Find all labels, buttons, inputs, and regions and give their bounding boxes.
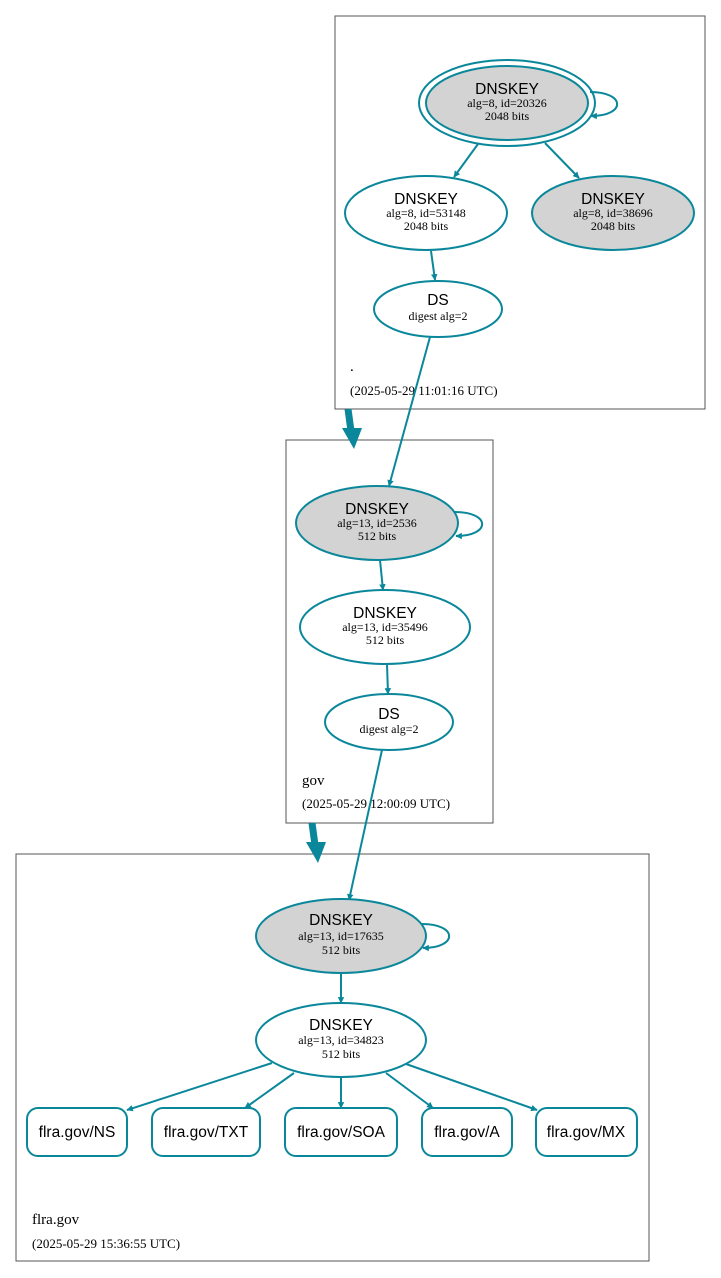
node-root-ksk-line1: alg=8, id=20326 <box>467 96 547 110</box>
node-root-ds-title: DS <box>427 292 449 309</box>
delegation-root-gov <box>344 408 355 432</box>
node-flra-ksk: DNSKEY alg=13, id=17635 512 bits <box>255 898 427 974</box>
zone-gov-box <box>285 439 494 824</box>
node-root-ksk-line2: 2048 bits <box>485 109 530 123</box>
node-root-zsk-line1: alg=8, id=53148 <box>386 206 466 220</box>
edge-flra-ksk-self <box>421 923 451 952</box>
node-gov-zsk-line2: 512 bits <box>366 633 405 647</box>
node-gov-ksk-line2: 512 bits <box>358 529 397 543</box>
node-gov-zsk-line1: alg=13, id=35496 <box>342 620 428 634</box>
node-flra-zsk-line2: 512 bits <box>322 1047 361 1061</box>
edge-flra-zsk-a <box>385 1072 434 1109</box>
rrset-a: flra.gov/A <box>421 1107 513 1157</box>
node-root-zsk2-shape <box>531 175 695 251</box>
node-flra-zsk-line1: alg=13, id=34823 <box>298 1033 384 1047</box>
edge-flra-zsk-ns <box>126 1062 273 1112</box>
node-root-zsk2-line1: alg=8, id=38696 <box>573 206 653 220</box>
edge-gov-ksk-zsk <box>379 559 386 591</box>
node-root-ds-line1: digest alg=2 <box>408 309 467 323</box>
zone-flra-name: flra.gov <box>32 1212 80 1228</box>
node-root-ksk-title: DNSKEY <box>475 81 539 98</box>
node-gov-zsk: DNSKEY alg=13, id=35496 512 bits <box>299 589 471 665</box>
node-root-ksk-outer <box>418 59 596 147</box>
rrset-ns: flra.gov/NS <box>26 1107 128 1157</box>
rrset-a-box <box>421 1107 513 1157</box>
node-flra-ksk-line2: 512 bits <box>322 943 361 957</box>
rrset-txt-box <box>151 1107 261 1157</box>
node-root-zsk: DNSKEY alg=8, id=53148 2048 bits <box>344 175 508 251</box>
node-root-zsk2-title: DNSKEY <box>581 191 645 208</box>
rrset-soa-label: flra.gov/SOA <box>297 1124 386 1141</box>
edge-root-ksk-zsk <box>453 143 479 178</box>
node-gov-ds-line1: digest alg=2 <box>359 722 418 736</box>
node-gov-zsk-title: DNSKEY <box>353 605 417 622</box>
zone-root-name: . <box>350 359 354 375</box>
node-flra-zsk: DNSKEY alg=13, id=34823 512 bits <box>255 1002 427 1078</box>
node-gov-ksk-shape <box>295 485 459 561</box>
edge-root-ds-gov-ksk <box>387 336 431 487</box>
edge-root-ksk-zsk2 <box>544 142 580 179</box>
zone-gov-name: gov <box>302 773 325 789</box>
node-flra-ksk-title: DNSKEY <box>309 912 373 929</box>
node-flra-ksk-line1: alg=13, id=17635 <box>298 929 384 943</box>
rrset-soa: flra.gov/SOA <box>284 1107 398 1157</box>
edge-flra-zsk-mx <box>405 1063 538 1112</box>
node-flra-zsk-shape <box>255 1002 427 1078</box>
rrset-mx-label: flra.gov/MX <box>547 1124 626 1141</box>
edge-gov-zsk-ds <box>384 663 392 695</box>
rrset-txt: flra.gov/TXT <box>151 1107 261 1157</box>
delegation-root-gov-head <box>342 428 362 449</box>
rrset-mx: flra.gov/MX <box>535 1107 638 1157</box>
rrset-ns-box <box>26 1107 128 1157</box>
rrset-mx-box <box>535 1107 638 1157</box>
node-root-zsk2-line2: 2048 bits <box>591 219 636 233</box>
zone-root-box <box>334 15 706 410</box>
node-root-ksk-shape <box>425 65 589 141</box>
rrset-a-label: flra.gov/A <box>434 1124 500 1141</box>
zone-gov: gov (2025-05-29 12:00:09 UTC) <box>285 439 494 824</box>
node-gov-ksk-line1: alg=13, id=2536 <box>337 516 417 530</box>
node-gov-zsk-shape <box>299 589 471 665</box>
node-gov-ksk: DNSKEY alg=13, id=2536 512 bits <box>295 485 459 561</box>
zone-flra: flra.gov (2025-05-29 15:36:55 UTC) <box>15 853 650 1262</box>
edges <box>126 91 619 1112</box>
rrset-txt-label: flra.gov/TXT <box>164 1124 249 1141</box>
node-gov-ds-shape <box>324 693 454 751</box>
edge-root-zsk-ds <box>430 250 438 281</box>
node-root-zsk-line2: 2048 bits <box>404 219 449 233</box>
node-root-zsk-shape <box>344 175 508 251</box>
rrset-soa-box <box>284 1107 398 1157</box>
rrset-ns-label: flra.gov/NS <box>39 1124 116 1141</box>
edge-root-ksk-self <box>589 91 619 120</box>
node-root-ds: DS digest alg=2 <box>373 280 503 338</box>
zone-gov-timestamp: (2025-05-29 12:00:09 UTC) <box>302 796 450 811</box>
zone-flra-box <box>15 853 650 1262</box>
zone-root-timestamp: (2025-05-29 11:01:16 UTC) <box>350 383 498 398</box>
node-root-zsk-title: DNSKEY <box>394 191 458 208</box>
edge-gov-ds-flra-ksk <box>347 749 383 901</box>
zone-root: . (2025-05-29 11:01:16 UTC) <box>334 15 706 410</box>
delegation-gov-flra-head <box>306 842 326 863</box>
node-flra-ksk-shape <box>255 898 427 974</box>
delegation-gov-flra <box>308 822 319 846</box>
edge-flra-zsk-txt <box>244 1072 295 1109</box>
zone-flra-timestamp: (2025-05-29 15:36:55 UTC) <box>32 1236 180 1251</box>
node-root-zsk2: DNSKEY alg=8, id=38696 2048 bits <box>531 175 695 251</box>
edge-gov-ksk-self <box>454 511 484 540</box>
node-gov-ds: DS digest alg=2 <box>324 693 454 751</box>
node-root-ksk: DNSKEY alg=8, id=20326 2048 bits <box>418 59 596 147</box>
node-gov-ds-title: DS <box>378 706 400 723</box>
node-root-ds-shape <box>373 280 503 338</box>
node-gov-ksk-title: DNSKEY <box>345 501 409 518</box>
node-flra-zsk-title: DNSKEY <box>309 1017 373 1034</box>
